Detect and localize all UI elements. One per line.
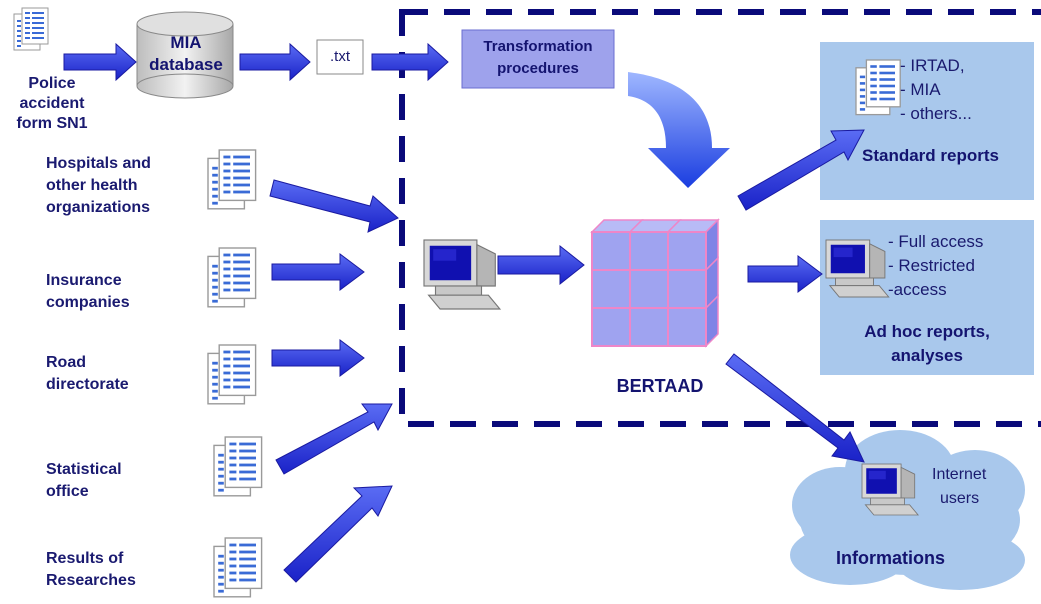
output-arrows <box>725 129 865 463</box>
pc-to-bertaad-arrow <box>497 244 585 286</box>
txt-label: .txt <box>329 48 350 65</box>
cube-block <box>591 231 631 271</box>
police-form-icon <box>13 7 49 51</box>
standard-item-3: - others... <box>900 104 972 123</box>
research-doc-icon <box>213 537 263 598</box>
statistical-doc-icon <box>213 436 263 497</box>
cube-block <box>629 307 669 347</box>
mia-database-icon <box>136 11 234 99</box>
standard-reports-doc-icon <box>855 59 901 116</box>
system-boundary <box>399 9 1041 427</box>
cube-block <box>667 231 707 271</box>
cube-block <box>629 231 669 271</box>
internet-line1: Internet <box>932 466 987 483</box>
bertaad-label: BERTAAD <box>616 376 704 396</box>
insurance-label: Insurance companies <box>46 272 130 311</box>
informations-title: Informations <box>836 548 946 568</box>
adhoc-item-1: - Full access <box>888 232 984 251</box>
transformation-box <box>461 29 615 89</box>
insurance-doc-icon <box>207 247 257 308</box>
hospitals-label: Hospitals and other health organizations <box>46 155 151 216</box>
cube-block <box>629 269 669 309</box>
adhoc-item-2: - Restricted <box>888 256 975 275</box>
standard-item-2: - MIA <box>900 80 941 99</box>
top-flow-arrows <box>63 42 449 82</box>
cube-block <box>667 269 707 309</box>
internet-line2: users <box>940 490 980 507</box>
source-arrows <box>269 179 399 583</box>
mia-database-label: MIA database <box>149 33 223 74</box>
transformation-to-bertaad-arrow <box>628 72 730 188</box>
standard-item-1: - IRTAD, <box>900 56 965 75</box>
internet-computer-icon <box>861 463 919 516</box>
cube-block <box>591 269 631 309</box>
central-computer-icon <box>423 239 501 310</box>
police-form-label: Police accident form SN1 <box>16 75 88 132</box>
txt-file-box <box>316 39 364 75</box>
adhoc-item-3: -access <box>888 280 947 299</box>
road-doc-icon <box>207 344 257 405</box>
statistical-label: Statistical office <box>46 461 122 500</box>
bertaad-cube <box>590 218 720 348</box>
adhoc-title-line2: analyses <box>891 346 963 365</box>
standard-reports-title: Standard reports <box>862 146 999 165</box>
transformation-label: Transformation procedures <box>483 38 593 77</box>
road-label: Road directorate <box>46 354 129 393</box>
cube-block <box>667 307 707 347</box>
adhoc-title-line1: Ad hoc reports, <box>864 322 990 341</box>
cube-block <box>591 307 631 347</box>
research-label: Results of Researches <box>46 550 136 589</box>
hospitals-doc-icon <box>207 149 257 210</box>
adhoc-computer-icon <box>825 239 890 298</box>
